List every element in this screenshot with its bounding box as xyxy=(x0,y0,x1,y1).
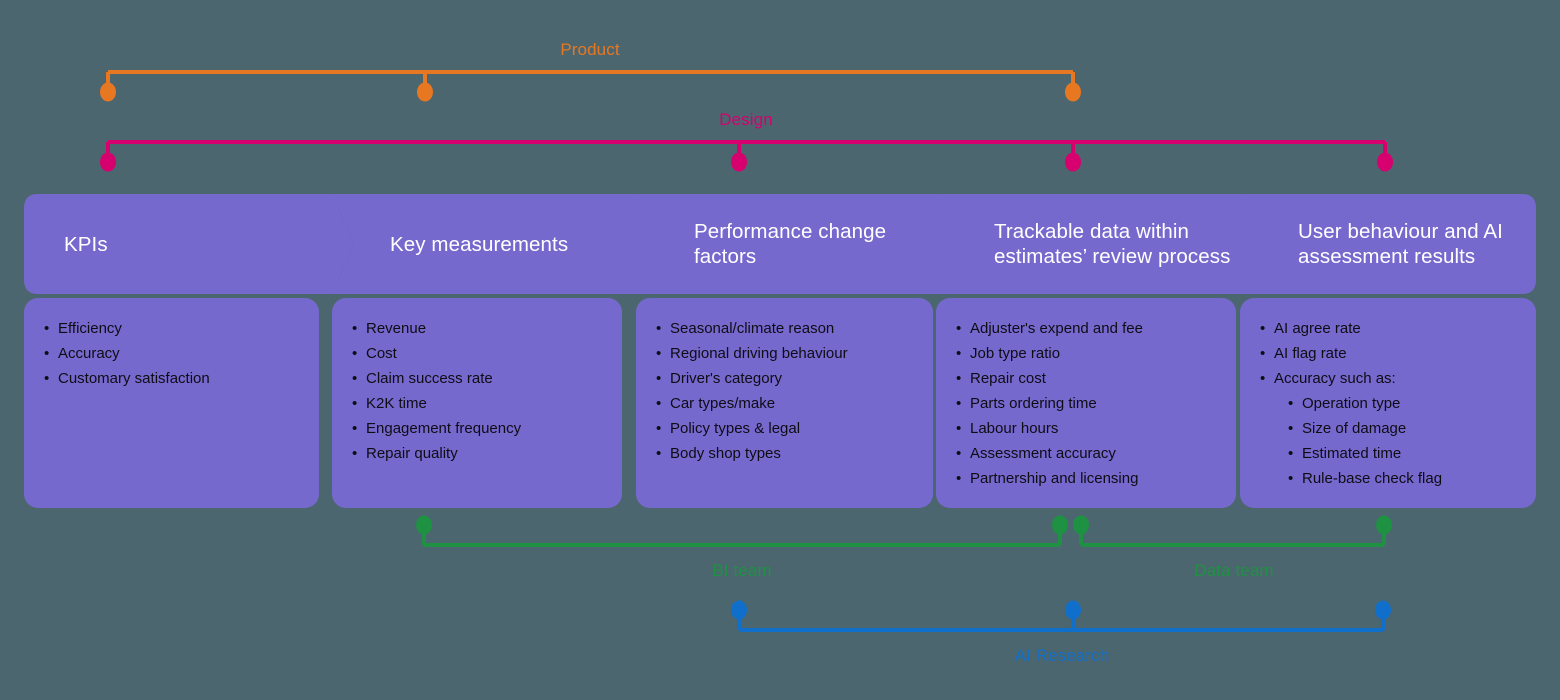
list-item: Labour hours xyxy=(952,416,1220,441)
list-item: Estimated time xyxy=(1256,441,1520,466)
stage-item-list: Seasonal/climate reasonRegional driving … xyxy=(652,316,917,466)
list-item: Repair cost xyxy=(952,366,1220,391)
bracket-pin-head xyxy=(731,600,747,620)
list-item: Cost xyxy=(348,341,606,366)
list-item: AI flag rate xyxy=(1256,341,1520,366)
bracket-data-team xyxy=(1073,515,1392,547)
bracket-label-bi-team: BI team xyxy=(712,561,772,580)
stage-item-list: AI agree rateAI flag rateAccuracy such a… xyxy=(1256,316,1520,491)
bracket-bi-team xyxy=(416,515,1068,547)
stage-card-user-behaviour-ai: AI agree rateAI flag rateAccuracy such a… xyxy=(1240,298,1536,508)
list-item: K2K time xyxy=(348,391,606,416)
list-item: Assessment accuracy xyxy=(952,441,1220,466)
list-item: Revenue xyxy=(348,316,606,341)
list-item: Body shop types xyxy=(652,441,917,466)
bracket-pin-head xyxy=(100,152,116,172)
list-item: Policy types & legal xyxy=(652,416,917,441)
bracket-pin-head xyxy=(1065,152,1081,172)
list-item: Rule-base check flag xyxy=(1256,466,1520,491)
bracket-pin-head xyxy=(1073,515,1089,535)
stage-item-list: EfficiencyAccuracyCustomary satisfaction xyxy=(40,316,303,391)
stage-header-key-measurements[interactable]: Key measurements xyxy=(332,194,662,294)
stage-item-list: Adjuster's expend and feeJob type ratioR… xyxy=(952,316,1220,491)
list-item: Repair quality xyxy=(348,441,606,466)
list-item: Seasonal/climate reason xyxy=(652,316,917,341)
bracket-design xyxy=(100,140,1393,172)
list-item: Regional driving behaviour xyxy=(652,341,917,366)
list-item: Adjuster's expend and fee xyxy=(952,316,1220,341)
stage-header-trackable-data[interactable]: Trackable data within estimates’ review … xyxy=(936,194,1266,294)
bracket-product xyxy=(100,70,1081,102)
list-item: Customary satisfaction xyxy=(40,366,303,391)
bracket-pin-head xyxy=(1052,515,1068,535)
bracket-label-product: Product xyxy=(560,40,620,59)
stage-header-label: Key measurements xyxy=(390,232,569,256)
stage-card-performance-change-factors: Seasonal/climate reasonRegional driving … xyxy=(636,298,933,508)
stage-header-label: User behaviour and AI assessment results xyxy=(1298,220,1503,268)
stage-header-kpis[interactable]: KPIs xyxy=(24,194,354,294)
list-item: Size of damage xyxy=(1256,416,1520,441)
list-item: Parts ordering time xyxy=(952,391,1220,416)
bracket-pin-head xyxy=(1065,82,1081,102)
bracket-pin-head xyxy=(1065,600,1081,620)
stage-card-trackable-data: Adjuster's expend and feeJob type ratioR… xyxy=(936,298,1236,508)
list-item: Job type ratio xyxy=(952,341,1220,366)
stage-card-key-measurements: RevenueCostClaim success rateK2K timeEng… xyxy=(332,298,622,508)
bracket-label-design: Design xyxy=(719,110,773,129)
stage-header-label: KPIs xyxy=(64,232,108,256)
list-item: Car types/make xyxy=(652,391,917,416)
stage-header-user-behaviour-ai[interactable]: User behaviour and AI assessment results xyxy=(1240,194,1536,294)
stage-header-row: KPIs Key measurements Performance change f… xyxy=(24,194,1536,294)
bracket-ai-research xyxy=(731,600,1391,632)
stage-cards-row: EfficiencyAccuracyCustomary satisfaction… xyxy=(24,298,1536,508)
bracket-pin-head xyxy=(417,82,433,102)
list-item: Accuracy xyxy=(40,341,303,366)
list-item: Claim success rate xyxy=(348,366,606,391)
bracket-pin-head xyxy=(1377,152,1393,172)
list-item: AI agree rate xyxy=(1256,316,1520,341)
bracket-pin-head xyxy=(100,82,116,102)
bracket-label-ai-research: AI Research xyxy=(1014,646,1110,665)
bracket-pin-head xyxy=(731,152,747,172)
list-item: Engagement frequency xyxy=(348,416,606,441)
stage-header-performance-change-factors[interactable]: Performance change factors xyxy=(636,194,966,294)
list-item: Partnership and licensing xyxy=(952,466,1220,491)
bracket-pin-head xyxy=(416,515,432,535)
bracket-pin-head xyxy=(1375,600,1391,620)
list-item: Operation type xyxy=(1256,391,1520,416)
list-item: Driver's category xyxy=(652,366,917,391)
bracket-label-data-team: Data team xyxy=(1194,561,1274,580)
list-item: Efficiency xyxy=(40,316,303,341)
stage-card-kpis: EfficiencyAccuracyCustomary satisfaction xyxy=(24,298,319,508)
list-item: Accuracy such as: xyxy=(1256,366,1520,391)
stage-item-list: RevenueCostClaim success rateK2K timeEng… xyxy=(348,316,606,466)
stage-header-label: Trackable data within estimates’ review … xyxy=(994,220,1231,268)
stage-header-label: Performance change factors xyxy=(694,220,887,268)
bracket-pin-head xyxy=(1376,515,1392,535)
